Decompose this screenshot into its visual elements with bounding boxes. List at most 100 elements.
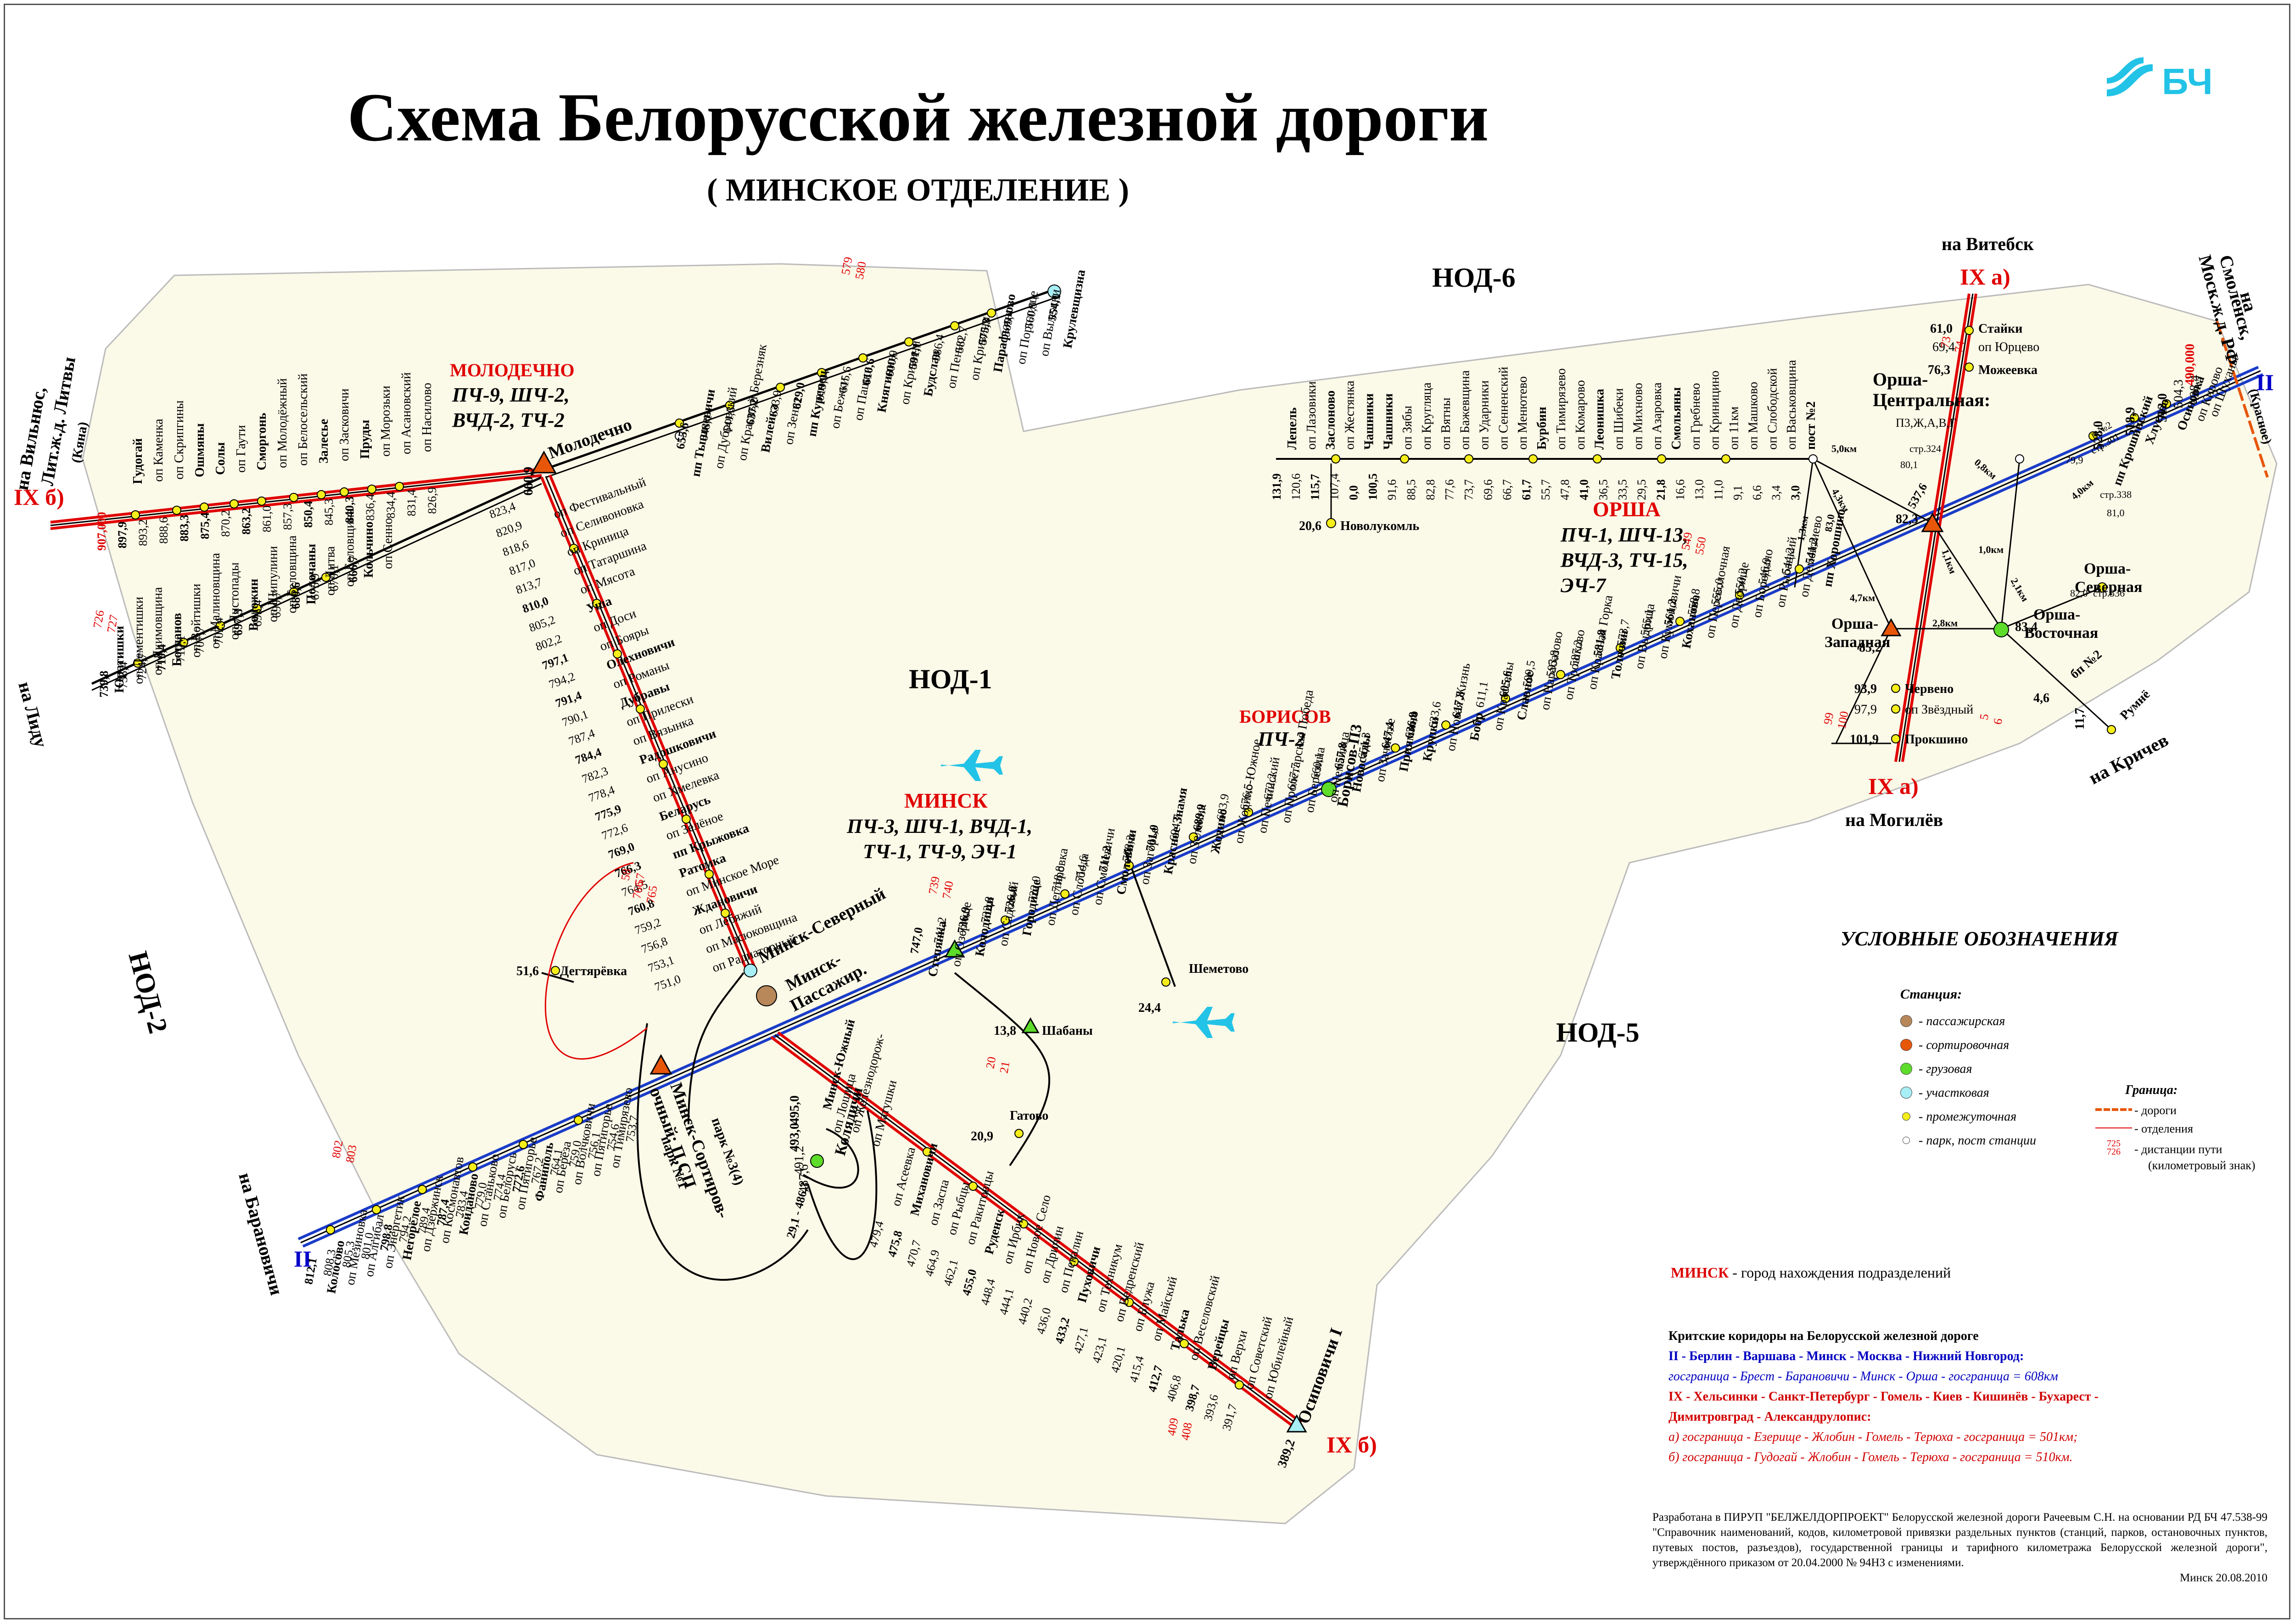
shemetovo-km: 24,4	[1138, 1001, 1161, 1015]
orsha-west-label: Орша-	[1831, 615, 1878, 632]
dir-vitebsk: на Витебск	[1942, 234, 2034, 254]
gatovo-km: 20,9	[971, 1129, 993, 1144]
sorting-station[interactable]	[649, 1054, 672, 1075]
dist-4-7: 4,7км	[1850, 592, 1875, 603]
lida-km-6: 702,4	[213, 618, 226, 645]
logo-text: БЧ	[2162, 61, 2213, 102]
km-83-4: 83,4	[2015, 620, 2038, 634]
corridor-ii-detail: госграница - Брест - Барановичи - Минск …	[1668, 1369, 2058, 1384]
lepel-km-25: 6,6	[1750, 486, 1763, 501]
zvezdny-name: оп Звёздный	[1905, 703, 1973, 717]
orsha-junction	[1794, 458, 2112, 744]
lida-km-13: 666,7	[347, 556, 360, 583]
dist-5km: 5,0км	[1831, 443, 1857, 454]
page-subtitle: ( МИНСКОЕ ОТДЕЛЕНИЕ )	[707, 173, 1129, 208]
north-name-16: Крулевщизна	[1060, 268, 1088, 349]
krulevshchizna-station[interactable]	[1047, 285, 1061, 298]
km-marker-bottom-2: 57	[632, 872, 647, 886]
minsk-passenger-station[interactable]	[756, 985, 777, 1006]
west-name-4: Ошмяны	[193, 423, 207, 477]
legend-label: - грузовая	[1919, 1062, 1972, 1076]
legend-label: - участковая	[1919, 1086, 1989, 1100]
orsha-parks: П3,Ж,А,В,Г	[1896, 416, 1956, 430]
minsk-bypass	[541, 848, 1176, 1281]
lida-km-11: 675,9	[308, 573, 322, 600]
lepel-name-6: оп Зябы	[1400, 406, 1415, 450]
west-name-7: Сморгонь	[255, 413, 269, 470]
lida-km-0: 739,8	[97, 671, 111, 698]
osipovichi-station[interactable]	[1286, 1414, 1307, 1433]
west-name-13: оп Морозьки	[379, 385, 393, 457]
lida-name-2: оп Якимовщина	[151, 587, 165, 675]
orsha-west-station[interactable]	[1881, 618, 1902, 636]
west-name-3: оп Скрипгины	[172, 400, 186, 480]
novolukoml-km: 20,6	[1299, 519, 1321, 533]
lida-name-6: оп Листопады	[228, 562, 242, 640]
km-marker-top-0: 726	[90, 609, 106, 629]
legend-border-distance: - дистанции пути	[2134, 1143, 2222, 1156]
lepel-name-7: оп Кругляца	[1420, 382, 1434, 450]
corridor-ix-route: IX - Хельсинки - Санкт-Петербург - Гомел…	[1668, 1390, 2099, 1404]
minsk-note-city: МИНСК	[1671, 1264, 1729, 1281]
legend-border-swatches: 725 726	[2095, 1108, 2132, 1157]
west-km-15: 831,4	[405, 490, 418, 517]
dir-lida: на Лиду	[14, 680, 51, 750]
km-marker-bottom-5: 550	[1692, 536, 1708, 556]
borisov-units: ПЧ-2	[1257, 728, 1305, 750]
west-name-10: Залесье	[317, 419, 331, 463]
park-posts	[675, 431, 2024, 463]
corridor-ix-b: б) госграница - Гудогай - Жлобин - Гомел…	[1668, 1450, 2073, 1464]
lepel-name-21: оп Гребнево	[1689, 383, 1703, 450]
kolyadichi-station[interactable]	[810, 1154, 824, 1168]
prokshino-name: Прокшино	[1905, 732, 1968, 747]
orsha-north-label: Орша-	[2084, 560, 2131, 577]
km-marker-bottom-11: 408	[1178, 1422, 1194, 1441]
degtyarevka-km: 51,6	[516, 964, 539, 978]
legend-stations-title: Станция:	[1900, 987, 1962, 1002]
lida-km-10: 680,6	[289, 582, 302, 609]
lepel-km-20: 21,8	[1654, 480, 1668, 501]
lepel-km-26: 3,4	[1769, 486, 1783, 501]
dist-81-0: 81,0	[2107, 507, 2125, 519]
dist-str336: стр.336	[2093, 587, 2125, 599]
west-km-4: 883,3	[178, 515, 191, 542]
shabany-station[interactable]	[1021, 1017, 1040, 1033]
dist-str324: стр.324	[1909, 443, 1941, 454]
corridor-ix-route-2: Димитровград - Александрулопис:	[1668, 1410, 1871, 1424]
dir-ii-west: II	[294, 1246, 312, 1272]
shukhany-km: 498,4	[2188, 375, 2202, 404]
lepel-km-14: 55,7	[1539, 480, 1552, 501]
west-km-0: 907,000	[95, 512, 108, 551]
orsha-north-station[interactable]	[2097, 582, 2107, 592]
lepel-km-22: 13,0	[1693, 480, 1706, 501]
loshitsa-km: 493,0	[788, 1123, 802, 1152]
lepel-km-24: 9,1	[1731, 486, 1744, 501]
molodechno-station[interactable]	[531, 450, 557, 474]
lepel-terminus[interactable]	[1326, 518, 1336, 528]
lepel-name-17: оп Шибеки	[1612, 388, 1626, 450]
lepel-name-5: Чашники	[1381, 393, 1395, 450]
lepel-km-6: 91,6	[1385, 480, 1399, 501]
km-marker-bottom-4: 740	[940, 880, 956, 900]
matushki-km: 487,6	[797, 1164, 811, 1193]
lida-km-4: 712,1	[174, 635, 187, 662]
orsha-central-station[interactable]	[1921, 513, 1944, 532]
lida-km-8: 695,4	[251, 600, 264, 627]
west-name-6: оп Гаути	[234, 425, 248, 473]
degtyarevka-branch	[544, 862, 648, 1060]
lepel-name-22: оп Криницино	[1708, 370, 1722, 450]
dir-ix-b-west: IX б)	[14, 484, 64, 510]
dist-1-0: 1,0км	[1978, 544, 2004, 555]
orsha-east-station[interactable]	[1993, 622, 2009, 637]
lepel-name-26: оп Васьковщина	[1785, 360, 1799, 450]
line-lida-molodechno	[91, 476, 543, 691]
km-85-2: 85,2	[1859, 641, 1881, 655]
stepyanka-station[interactable]	[944, 939, 965, 958]
kroshinsky-km: 528,0	[2091, 421, 2105, 450]
minsk-north-station[interactable]	[744, 964, 757, 977]
west-name-12: Пруды	[358, 420, 372, 459]
lepel-name-27: пост №2	[1804, 402, 1818, 450]
borisov-station[interactable]	[1321, 781, 1337, 797]
